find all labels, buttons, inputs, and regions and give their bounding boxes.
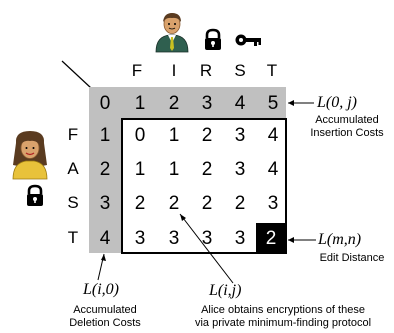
grid-cell: 1 xyxy=(168,159,180,180)
final-cell-bg xyxy=(256,223,286,253)
header-cell: 3 xyxy=(201,93,213,114)
side-letter-t: T xyxy=(67,228,79,247)
grid-cell: 2 xyxy=(134,193,146,214)
top-letter-t: T xyxy=(266,61,278,80)
grid-cell: 2 xyxy=(234,193,246,214)
grid-cell: 1 xyxy=(168,125,180,146)
final-arrowhead xyxy=(288,237,294,243)
corner-diagonal xyxy=(61,60,92,89)
insertion-formula: L(0, j) xyxy=(317,94,357,111)
edit-distance-caption: Edit Distance xyxy=(319,252,385,264)
grid-cell: 2 xyxy=(201,193,213,214)
edit-distance-cell: 2 xyxy=(265,228,277,249)
key-icon xyxy=(235,34,261,46)
header-cell: 5 xyxy=(267,93,279,114)
grid-cell: 1 xyxy=(99,125,111,146)
grid-cell: 2 xyxy=(201,125,213,146)
side-letter-a: A xyxy=(67,159,79,178)
header-cell: 4 xyxy=(234,93,246,114)
top-letter-f: F xyxy=(131,61,143,80)
deletion-formula: L(i,0) xyxy=(83,281,119,298)
lock-icon xyxy=(205,28,221,50)
cell-caption-line2: via private minimum-finding protocol xyxy=(194,317,372,329)
deletion-arrowhead xyxy=(101,254,106,261)
deletion-caption-line2: Deletion Costs xyxy=(69,317,141,329)
grid-cell: 3 xyxy=(234,228,246,249)
grid-cell: 1 xyxy=(134,159,146,180)
top-letter-i: I xyxy=(171,61,177,80)
insertion-caption-line1: Accumulated xyxy=(315,114,379,126)
grid-cell: 4 xyxy=(267,125,279,146)
cell-caption-line1: Alice obtains encryptions of these xyxy=(201,304,365,316)
side-letter-s: S xyxy=(67,193,79,212)
grid-cell: 0 xyxy=(134,125,146,146)
top-letter-s: S xyxy=(234,61,246,80)
insertion-caption-line2: Insertion Costs xyxy=(310,127,384,139)
grid-cell: 3 xyxy=(99,193,111,214)
grid-cell: 3 xyxy=(234,125,246,146)
top-letter-r: R xyxy=(199,61,213,80)
header-cell: 0 xyxy=(99,93,111,114)
header-col-shading xyxy=(89,119,121,253)
header-cell: 1 xyxy=(134,93,146,114)
header-row-shading xyxy=(89,87,286,119)
cell-arrowhead xyxy=(180,214,186,221)
cell-formula: L(i,j) xyxy=(209,282,242,299)
grid-cell: 3 xyxy=(234,159,246,180)
insertion-arrowhead xyxy=(288,100,294,106)
lock-icon xyxy=(27,184,43,206)
cell-pointer xyxy=(179,213,234,284)
grid-cell: 3 xyxy=(267,193,279,214)
side-letter-f: F xyxy=(67,125,79,144)
grid-cell: 2 xyxy=(201,159,213,180)
bob-avatar-icon xyxy=(155,13,189,53)
grid-cell: 4 xyxy=(267,159,279,180)
grid-cell: 3 xyxy=(201,228,213,249)
grid-cell: 3 xyxy=(168,228,180,249)
final-formula: L(m,n) xyxy=(318,231,362,248)
deletion-caption-line1: Accumulated xyxy=(73,304,137,316)
grid-cell: 3 xyxy=(134,228,146,249)
alice-avatar-icon xyxy=(12,131,48,180)
grid-cell: 2 xyxy=(168,193,180,214)
grid-cell: 4 xyxy=(99,228,111,249)
grid-cell: 2 xyxy=(99,159,111,180)
header-cell: 2 xyxy=(168,93,180,114)
grid-border xyxy=(121,118,287,254)
